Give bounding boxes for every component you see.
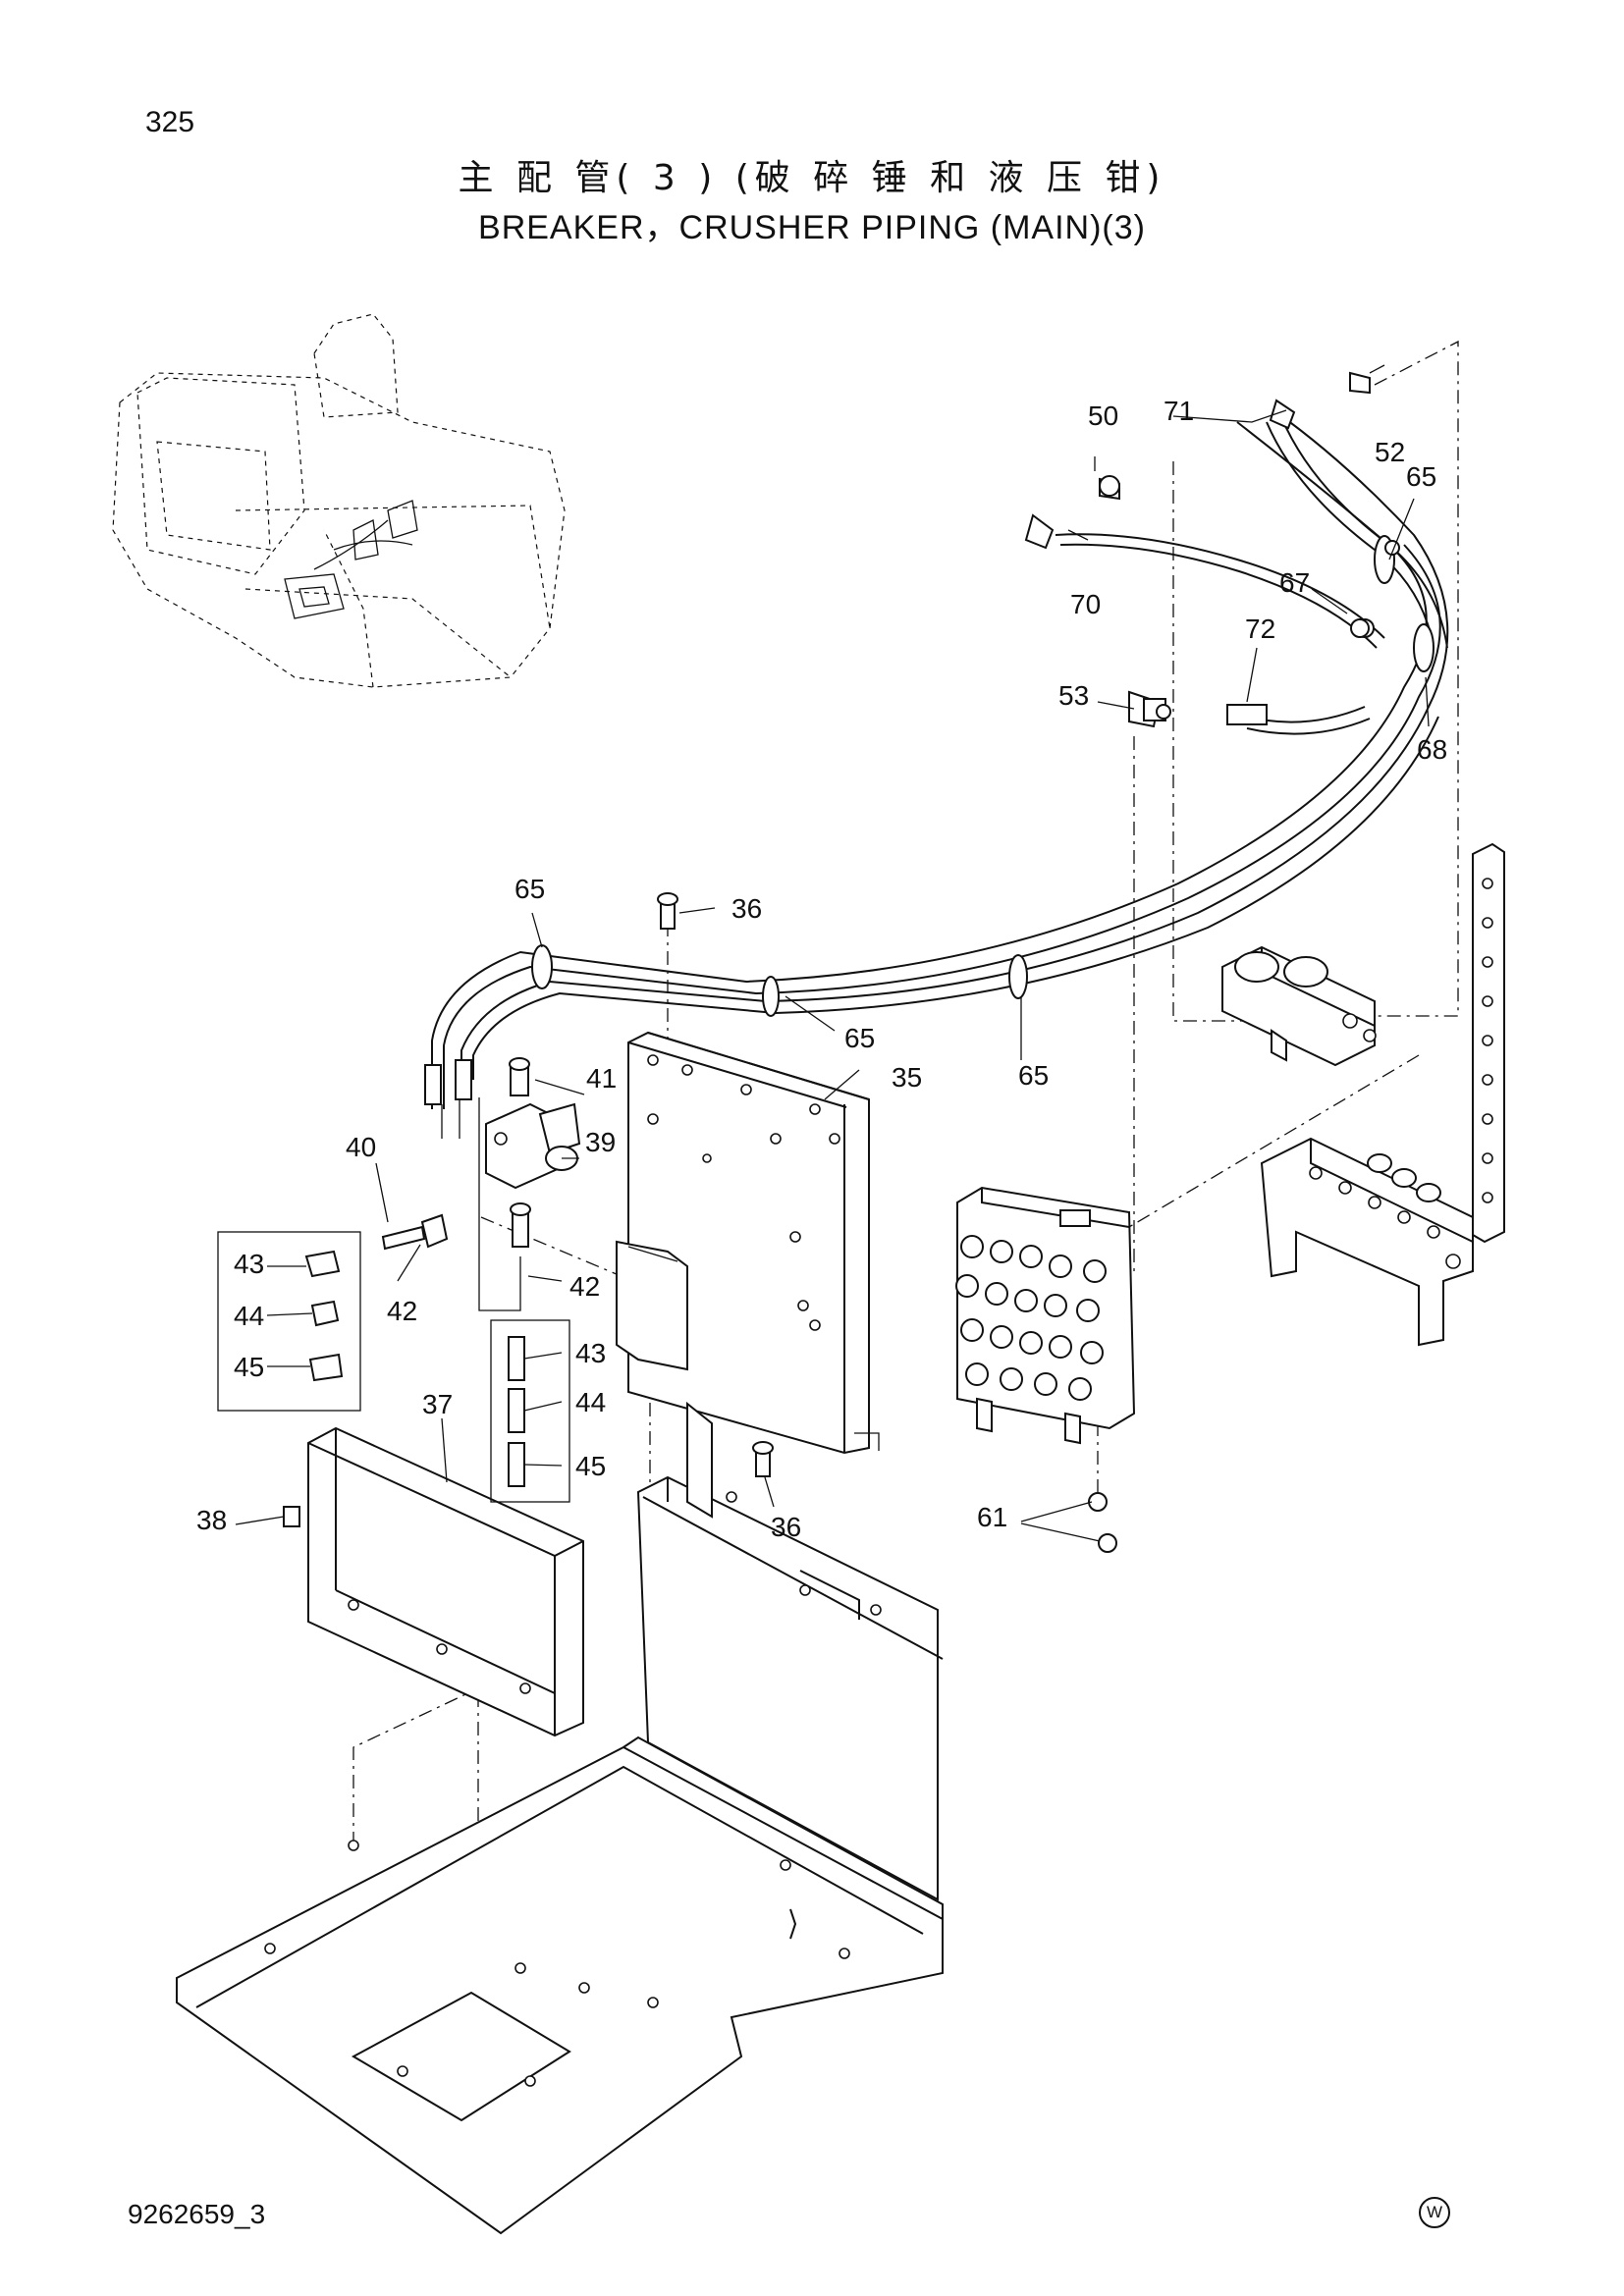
valve-block [1221, 945, 1377, 1067]
callout-41: 41 [586, 1063, 617, 1094]
callout-65-mid: 65 [844, 1023, 875, 1053]
bracket-plate-35 [616, 1031, 880, 1455]
callout-52: 52 [1375, 437, 1405, 467]
page-number: 325 [145, 106, 195, 138]
fitting-group-box-left [217, 1231, 361, 1412]
callout-50: 50 [1088, 400, 1118, 431]
hose-bundle [424, 371, 1449, 1139]
callout-43-left: 43 [234, 1249, 264, 1279]
callout-65-left: 65 [514, 874, 545, 904]
callout-40: 40 [346, 1132, 376, 1162]
machine-overview [112, 313, 566, 688]
callout-labels: 50 71 52 65 70 67 72 53 68 65 36 65 65 4… [196, 396, 1447, 1542]
title-chinese: 主 配 管( 3 ) (破 碎 锤 和 液 压 钳) [458, 158, 1166, 198]
vertical-bar [1472, 842, 1505, 1244]
callout-44-left: 44 [234, 1301, 264, 1331]
callout-45-right: 45 [575, 1451, 606, 1481]
callout-36-bottom: 36 [771, 1512, 801, 1542]
bracket-37 [283, 1426, 584, 1737]
callout-71: 71 [1164, 396, 1194, 426]
callout-67: 67 [1279, 567, 1310, 598]
callout-45-left: 45 [234, 1352, 264, 1382]
callout-39: 39 [585, 1127, 616, 1157]
callout-61: 61 [977, 1502, 1007, 1532]
leader-lines [235, 364, 1430, 1542]
manifold-block [1260, 1137, 1474, 1347]
callout-38: 38 [196, 1505, 227, 1535]
document-code: 9262659_3 [128, 2199, 266, 2229]
floor-plate [176, 1401, 944, 2235]
callout-42-left: 42 [387, 1296, 417, 1326]
callout-35: 35 [892, 1062, 922, 1093]
callout-44-right: 44 [575, 1387, 606, 1417]
solenoid-valve [381, 1057, 581, 1311]
callout-43-right: 43 [575, 1338, 606, 1368]
control-valve [955, 1186, 1136, 1553]
corner-mark: W [1419, 2197, 1450, 2228]
bolts [657, 475, 1370, 1477]
callout-42-right: 42 [569, 1271, 600, 1302]
callout-65-top: 65 [1406, 461, 1436, 492]
callout-72: 72 [1245, 614, 1275, 644]
callout-36-top: 36 [731, 893, 762, 924]
callout-70: 70 [1070, 589, 1101, 619]
title-english: BREAKER，CRUSHER PIPING (MAIN)(3) [478, 209, 1146, 246]
callout-65-right: 65 [1018, 1060, 1049, 1091]
callout-53: 53 [1058, 680, 1089, 711]
fitting-group-box-right [490, 1319, 570, 1503]
callout-37: 37 [422, 1389, 453, 1419]
callout-68: 68 [1417, 734, 1447, 765]
